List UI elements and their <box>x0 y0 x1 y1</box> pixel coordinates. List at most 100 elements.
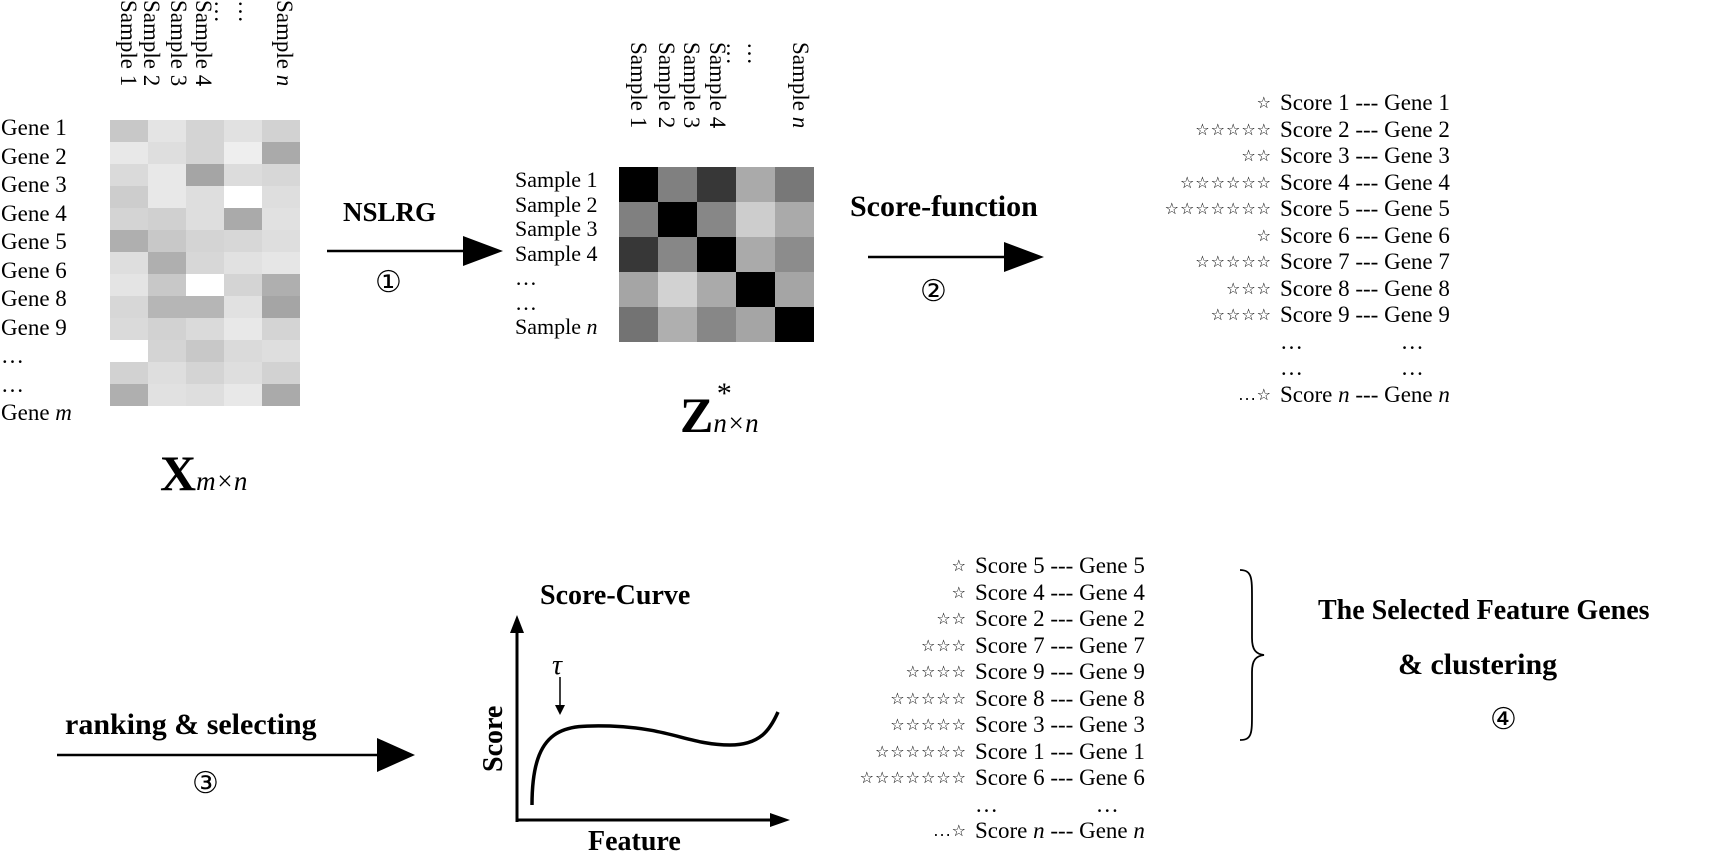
x-matrix-cell <box>148 274 186 296</box>
score-row: … … <box>1120 329 1450 356</box>
x-matrix-cell <box>148 340 186 362</box>
x-matrix-cell <box>148 318 186 340</box>
curve-xlabel: Feature <box>588 826 681 857</box>
x-matrix-cell <box>110 274 148 296</box>
z-matrix-cell <box>736 272 775 307</box>
x-matrix-cell <box>262 340 300 362</box>
star-rating-icon: ...☆ <box>933 821 967 840</box>
score-list-top: ☆Score 1 --- Gene 1☆☆☆☆☆Score 2 --- Gene… <box>1120 90 1450 408</box>
score-row: ☆☆☆☆☆☆☆Score 5 --- Gene 5 <box>1120 196 1450 223</box>
step3-number: ③ <box>192 766 219 801</box>
x-matrix-cell <box>262 274 300 296</box>
score-row: ☆☆☆☆☆Score 2 --- Gene 2 <box>1120 117 1450 144</box>
score-row-last: ...☆ Score n --- Gene n <box>820 818 1145 845</box>
x-matrix-cell <box>148 384 186 406</box>
z-matrix-cell <box>736 307 775 342</box>
x-matrix-cell <box>110 208 148 230</box>
z-matrix-cell <box>619 202 658 237</box>
curve-title: Score-Curve <box>540 580 691 611</box>
x-matrix-cell <box>224 296 262 318</box>
step4-number: ④ <box>1490 702 1517 737</box>
score-gene-pair: Score 5 --- Gene 5 <box>975 553 1145 578</box>
star-rating-icon: ☆☆☆☆☆☆☆ <box>1164 199 1272 218</box>
star-rating-icon: ☆☆☆ <box>1225 278 1272 298</box>
x-matrix-cell <box>148 120 186 142</box>
z-matrix-cell <box>775 202 814 237</box>
x-matrix-cell <box>224 230 262 252</box>
score-row: ☆☆☆Score 7 --- Gene 7 <box>820 633 1145 660</box>
z-matrix-cell <box>697 167 736 202</box>
gene-label: Gene 4 <box>1 200 67 226</box>
x-matrix-cell <box>186 252 224 274</box>
x-matrix-cell <box>262 186 300 208</box>
star-rating-icon: ...☆ <box>1238 384 1272 404</box>
score-row: ☆☆Score 2 --- Gene 2 <box>820 606 1145 633</box>
star-rating-icon <box>820 792 975 819</box>
star-rating-icon: ☆☆☆☆☆ <box>890 688 967 708</box>
x-matrix-cell <box>148 142 186 164</box>
score-row-last: ...☆Score n --- Gene n <box>1120 382 1450 409</box>
score-row: ☆☆☆☆☆Score 8 --- Gene 8 <box>820 686 1145 713</box>
x-matrix-cell <box>186 296 224 318</box>
star-rating-icon: ☆☆ <box>1241 146 1272 165</box>
score-gene-pair: Score 4 --- Gene 4 <box>975 579 1145 605</box>
score-gene-pair: Score 7 --- Gene 7 <box>975 632 1145 658</box>
x-matrix-cell <box>110 164 148 186</box>
gene-label: Gene 2 <box>1 143 67 169</box>
x-matrix-cell <box>186 274 224 296</box>
score-curve-plot <box>510 615 790 827</box>
star-rating-icon: ☆ <box>1256 225 1272 245</box>
score-gene-pair: Score 1 --- Gene 1 <box>975 738 1145 764</box>
step2-number: ② <box>920 274 947 309</box>
star-rating-icon: ☆☆☆☆☆☆ <box>1179 172 1272 192</box>
z-col-label: Sample 1 <box>626 42 651 129</box>
x-matrix-cell <box>186 318 224 340</box>
z-row-label: Sample 4 <box>515 240 598 266</box>
x-matrix-cell <box>262 318 300 340</box>
score-list-bottom: ☆Score 5 --- Gene 5☆Score 4 --- Gene 4☆☆… <box>820 553 1145 845</box>
x-matrix-cell <box>224 186 262 208</box>
x-matrix-cell <box>262 120 300 142</box>
star-rating-icon: ☆☆☆☆☆☆ <box>874 741 967 761</box>
x-matrix-cell <box>262 142 300 164</box>
step4-label-line2: & clustering <box>1398 648 1558 681</box>
x-matrix-cell <box>224 362 262 384</box>
gene-label: Gene 8 <box>1 286 67 311</box>
x-matrix-cell <box>262 252 300 274</box>
x-matrix-cell <box>186 362 224 384</box>
x-matrix-cell <box>148 362 186 384</box>
z-matrix-cell <box>697 202 736 237</box>
z-matrix-cell <box>658 202 697 237</box>
step2-arrow <box>868 242 1044 272</box>
z-row-label: Sample 3 <box>515 216 598 241</box>
z-matrix-cell <box>619 307 658 342</box>
z-row-labels: Sample 1 Sample 2 Sample 3 Sample 4 … … … <box>515 167 598 340</box>
z-matrix-cell <box>697 307 736 342</box>
z-row-label: Sample 2 <box>515 191 598 217</box>
gene-label: Gene 3 <box>1 172 67 197</box>
score-gene-pair: Score n --- Gene n <box>975 818 1145 843</box>
score-gene-pair: Score 7 --- Gene 7 <box>1280 249 1450 274</box>
z-matrix-cell <box>775 307 814 342</box>
score-row: ☆Score 4 --- Gene 4 <box>820 580 1145 607</box>
score-row: ☆☆☆☆☆☆ Score 1 --- Gene 1 <box>820 739 1145 766</box>
step4-label-line1: The Selected Feature Genes <box>1318 595 1650 626</box>
z-matrix-heatmap <box>619 167 814 342</box>
z-matrix-cell <box>658 167 697 202</box>
gene-label: … <box>1 343 24 368</box>
star-rating-icon: ☆☆☆☆☆ <box>1195 119 1272 139</box>
x-matrix-cell <box>262 362 300 384</box>
score-gene-pair: Score 2 --- Gene 2 <box>975 606 1145 631</box>
x-matrix-cell <box>110 362 148 384</box>
selection-brace <box>1239 569 1265 741</box>
x-matrix-cell <box>224 384 262 406</box>
star-rating-icon <box>1120 329 1280 356</box>
z-col-label: Sample 2 <box>654 42 679 129</box>
score-row: … … <box>820 792 1145 819</box>
star-rating-icon: ☆☆☆☆☆☆☆ <box>859 768 967 787</box>
x-matrix-cell <box>186 384 224 406</box>
score-row: ☆☆☆☆☆Score 7 --- Gene 7 <box>1120 249 1450 276</box>
x-matrix-cell <box>186 120 224 142</box>
x-sample-label-last: Sample n <box>272 0 297 87</box>
x-matrix-cell <box>110 340 148 362</box>
